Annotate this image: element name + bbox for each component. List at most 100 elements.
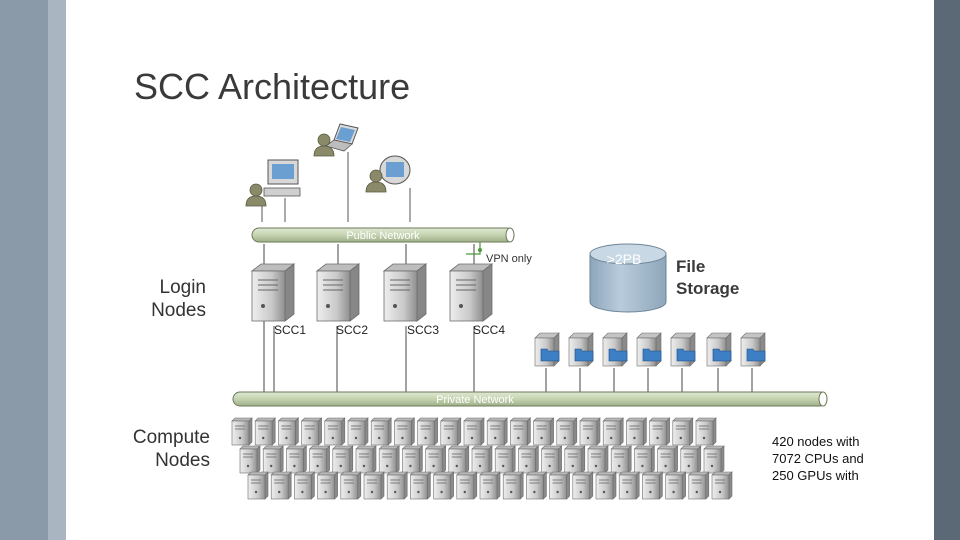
compute-node-icon	[293, 471, 315, 500]
compute-node-icon	[549, 471, 571, 500]
compute-node-icon	[494, 445, 516, 474]
file-storage-label-line: Storage	[676, 279, 740, 298]
compute-node-icon	[433, 471, 455, 500]
compute-node-icon	[517, 445, 539, 474]
compute-node-icon	[572, 471, 594, 500]
file-server-icon	[740, 332, 766, 367]
stats-line: 420 nodes with	[772, 434, 860, 449]
compute-node-icon	[324, 417, 346, 446]
private-network-bar: Private Network	[232, 391, 828, 407]
compute-nodes-label-line: Compute	[132, 427, 210, 448]
laptop-user-icon	[313, 123, 359, 157]
compute-node-icon	[363, 471, 385, 500]
left-outer-stripe	[0, 0, 48, 540]
compute-nodes-grid	[231, 417, 733, 500]
compute-node-icon	[277, 417, 299, 446]
compute-node-icon	[247, 471, 269, 500]
login-node-label: SCC2	[336, 323, 368, 337]
compute-node-icon	[509, 417, 531, 446]
compute-node-icon	[633, 445, 655, 474]
login-node-label: SCC1	[274, 323, 306, 337]
compute-node-icon	[386, 471, 408, 500]
file-storage-label-line: File	[676, 257, 706, 276]
compute-node-icon	[610, 445, 632, 474]
compute-node-icon	[456, 471, 478, 500]
login-server-scc3	[383, 263, 427, 322]
compute-node-icon	[579, 417, 601, 446]
file-storage-label: File Storage	[676, 256, 739, 300]
compute-node-icon	[393, 417, 415, 446]
compute-node-icon	[479, 471, 501, 500]
compute-node-icon	[471, 445, 493, 474]
compute-node-icon	[688, 471, 710, 500]
compute-node-icon	[355, 445, 377, 474]
compute-node-icon	[595, 471, 617, 500]
compute-node-icon	[309, 445, 331, 474]
public-network-label: Public Network	[346, 230, 420, 242]
login-node-label: SCC4	[473, 323, 505, 337]
login-server-scc4	[449, 263, 493, 322]
compute-node-icon	[564, 445, 586, 474]
compute-node-icon	[425, 445, 447, 474]
file-server-icon	[602, 332, 628, 367]
compute-node-icon	[657, 445, 679, 474]
desktop-user-icon	[245, 159, 301, 207]
left-inner-stripe	[48, 0, 66, 540]
compute-node-icon	[711, 471, 733, 500]
login-nodes-label: Login Nodes	[110, 276, 206, 322]
file-server-icon	[568, 332, 594, 367]
compute-node-icon	[417, 417, 439, 446]
compute-node-icon	[556, 417, 578, 446]
compute-node-icon	[695, 417, 717, 446]
file-server-icon	[636, 332, 662, 367]
compute-node-icon	[409, 471, 431, 500]
compute-node-icon	[378, 445, 400, 474]
compute-node-icon	[672, 417, 694, 446]
compute-node-icon	[502, 471, 524, 500]
compute-node-icon	[401, 445, 423, 474]
compute-node-icon	[347, 417, 369, 446]
compute-node-icon	[533, 417, 555, 446]
file-server-icon	[706, 332, 732, 367]
public-network-bar: Public Network	[251, 227, 515, 243]
compute-node-icon	[703, 445, 725, 474]
file-server-icon	[534, 332, 560, 367]
compute-node-icon	[525, 471, 547, 500]
compute-node-icon	[370, 417, 392, 446]
compute-node-icon	[641, 471, 663, 500]
compute-node-icon	[317, 471, 339, 500]
storage-capacity-label: >2PB	[607, 251, 642, 267]
compute-nodes-label-line: Nodes	[155, 450, 210, 471]
compute-node-icon	[340, 471, 362, 500]
stats-line: 7072 CPUs and	[772, 451, 864, 466]
login-nodes-label-line: Login	[159, 277, 207, 298]
compute-nodes-label: Compute Nodes	[100, 426, 210, 472]
compute-node-icon	[625, 417, 647, 446]
compute-node-icon	[301, 417, 323, 446]
vpn-label: VPN only	[486, 253, 532, 265]
compute-node-icon	[332, 445, 354, 474]
file-server-icon	[670, 332, 696, 367]
compute-node-icon	[239, 445, 261, 474]
compute-node-icon	[440, 417, 462, 446]
compute-node-icon	[486, 417, 508, 446]
compute-node-icon	[680, 445, 702, 474]
compute-node-icon	[463, 417, 485, 446]
cluster-stats: 420 nodes with 7072 CPUs and 250 GPUs wi…	[772, 433, 922, 484]
stats-line: 250 GPUs with	[772, 468, 859, 483]
compute-node-icon	[448, 445, 470, 474]
login-server-scc2	[316, 263, 360, 322]
compute-node-icon	[587, 445, 609, 474]
file-servers	[534, 332, 766, 392]
compute-node-icon	[254, 417, 276, 446]
compute-node-icon	[602, 417, 624, 446]
monitor-user-icon	[365, 155, 411, 193]
compute-node-icon	[270, 471, 292, 500]
compute-node-icon	[231, 417, 253, 446]
compute-node-icon	[618, 471, 640, 500]
storage-database-icon: >2PB	[589, 243, 667, 313]
login-node-label: SCC3	[407, 323, 439, 337]
compute-node-icon	[665, 471, 687, 500]
compute-node-icon	[262, 445, 284, 474]
